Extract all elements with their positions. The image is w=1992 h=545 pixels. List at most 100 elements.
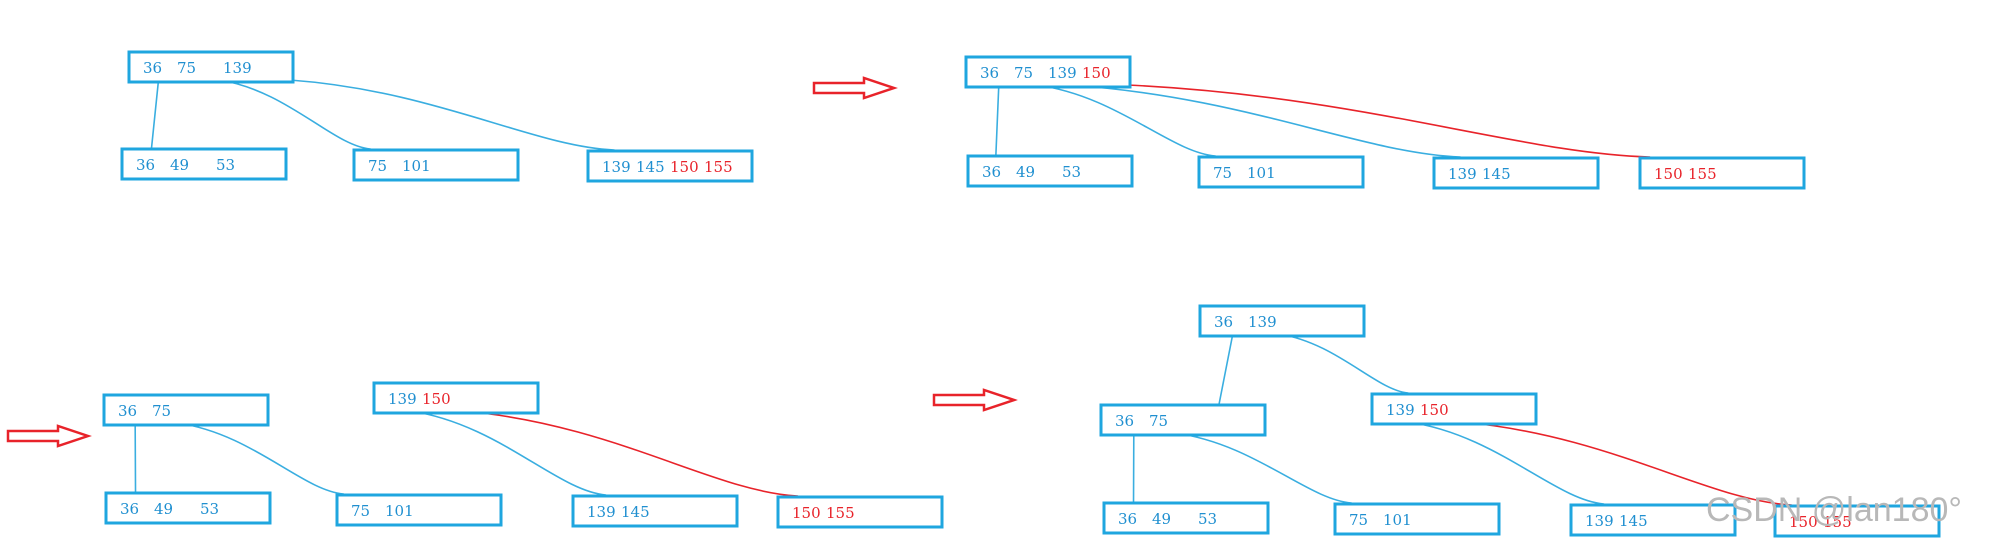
key-d2-c4-1: 155 (1688, 165, 1717, 183)
key-d2-root-3: 150 (1082, 64, 1111, 82)
key-d4-root-1: 139 (1248, 313, 1277, 331)
key-d3-c4-1: 155 (826, 504, 855, 522)
key-d4-c3-1: 145 (1619, 512, 1648, 530)
node-d2-c4: 150 155 (1638, 156, 1806, 190)
edge-d3-l-to-d3-c2 (177, 422, 345, 495)
key-d4-r-0: 139 (1386, 401, 1415, 419)
key-d4-c2-1: 101 (1383, 511, 1412, 529)
edge-d4-root-to-d4-l (1218, 333, 1234, 405)
edge-d1-root-to-d1-c2 (218, 79, 372, 150)
node-box-d3-c2 (335, 493, 503, 527)
key-d3-c2-0: 75 (351, 502, 370, 520)
node-box-d3-c3 (571, 494, 739, 528)
key-d1-c1-1: 49 (170, 156, 189, 174)
node-d3-r: 139 150 (372, 381, 540, 415)
node-d2-c1: 36 49 53 (966, 154, 1134, 188)
node-box-d3-c1 (104, 491, 272, 525)
node-d3-c2: 75 101 (335, 493, 503, 527)
node-d2-c3: 139 145 (1432, 156, 1600, 190)
node-box-d1-root (127, 50, 295, 84)
node-d2-root: 36 75 139 150 (964, 55, 1132, 89)
key-d3-r-0: 139 (388, 390, 417, 408)
node-box-d3-r (372, 381, 540, 415)
node-d3-c4: 150 155 (776, 495, 944, 529)
edge-d1-root-to-d1-c1 (150, 79, 160, 149)
key-d3-c2-1: 101 (385, 502, 414, 520)
edge-d3-r-to-d3-c4 (461, 410, 799, 497)
key-d1-c1-0: 36 (136, 156, 155, 174)
node-box-d3-c4 (776, 495, 944, 529)
key-d1-c3-3: 155 (704, 158, 733, 176)
key-d1-root-2: 139 (223, 59, 252, 77)
key-d2-root-1: 75 (1014, 64, 1033, 82)
node-box-d1-c2 (352, 148, 520, 182)
node-d4-c1: 36 49 53 (1102, 501, 1270, 535)
key-d1-root-0: 36 (143, 59, 162, 77)
node-box-d3-l (102, 393, 270, 427)
key-d1-c3-1: 145 (636, 158, 665, 176)
key-d4-l-0: 36 (1115, 412, 1134, 430)
key-d2-c1-2: 53 (1062, 163, 1081, 181)
node-d3-c3: 139 145 (571, 494, 739, 528)
edge-d4-r-to-d4-c4 (1459, 421, 1793, 506)
edge-d4-root-to-d4-r (1277, 333, 1409, 394)
node-box-d4-root (1198, 304, 1366, 338)
key-d1-root-1: 75 (177, 59, 196, 77)
key-d2-root-0: 36 (980, 64, 999, 82)
key-d4-c4-1: 155 (1823, 513, 1852, 531)
edges-layer (134, 79, 1793, 506)
node-box-d4-r (1370, 392, 1538, 426)
nodes-layer: 36 75 139 36 49 53 75 101 139 145 150 155 36 75 139 150… (102, 50, 1941, 538)
node-box-d1-c1 (120, 147, 288, 181)
key-d2-c1-0: 36 (982, 163, 1001, 181)
key-d4-c1-1: 49 (1152, 510, 1171, 528)
node-box-d4-c1 (1102, 501, 1270, 535)
key-d2-c3-1: 145 (1482, 165, 1511, 183)
key-d4-c1-0: 36 (1118, 510, 1137, 528)
node-box-d4-c4 (1773, 504, 1941, 538)
key-d4-c3-0: 139 (1585, 512, 1614, 530)
node-d4-l: 36 75 (1099, 403, 1267, 437)
key-d3-c3-0: 139 (587, 503, 616, 521)
key-d1-c1-2: 53 (216, 156, 235, 174)
key-d4-l-1: 75 (1149, 412, 1168, 430)
arrow-step2-to-step3 (6, 424, 92, 448)
node-box-d4-c3 (1569, 503, 1737, 537)
node-box-d2-c3 (1432, 156, 1600, 190)
key-d2-root-2: 139 (1048, 64, 1077, 82)
edge-d2-root-to-d2-c4 (1125, 84, 1651, 158)
key-d3-l-1: 75 (152, 402, 171, 420)
arrow-step1-to-step2 (812, 76, 898, 100)
key-d1-c3-2: 150 (670, 158, 699, 176)
key-d3-c4-0: 150 (792, 504, 821, 522)
edge-d1-root-to-d1-c3 (288, 79, 616, 151)
node-box-d1-c3 (586, 149, 754, 183)
key-d2-c3-0: 139 (1448, 165, 1477, 183)
key-d2-c1-1: 49 (1016, 163, 1035, 181)
arrows-layer (6, 76, 1018, 448)
edge-d4-l-to-d4-c2 (1174, 432, 1353, 504)
key-d3-c1-2: 53 (200, 500, 219, 518)
edge-d2-root-to-d2-c2 (1035, 84, 1217, 157)
edge-d2-root-to-d2-c3 (1066, 84, 1462, 158)
key-d3-l-0: 36 (118, 402, 137, 420)
node-d1-c1: 36 49 53 (120, 147, 288, 181)
watermark: CSDN @lan180° (1706, 491, 1962, 529)
node-box-d4-c2 (1333, 502, 1501, 536)
key-d2-c4-0: 150 (1654, 165, 1683, 183)
key-d3-c3-1: 145 (621, 503, 650, 521)
node-d4-c3: 139 145 (1569, 503, 1737, 537)
edge-d4-r-to-d4-c3 (1407, 421, 1605, 505)
key-d4-c1-2: 53 (1198, 510, 1217, 528)
node-d3-l: 36 75 (102, 393, 270, 427)
node-box-d4-l (1099, 403, 1267, 437)
key-d1-c3-0: 139 (602, 158, 631, 176)
key-d3-r-1: 150 (422, 390, 451, 408)
node-box-d2-c4 (1638, 156, 1806, 190)
key-d2-c2-1: 101 (1247, 164, 1276, 182)
